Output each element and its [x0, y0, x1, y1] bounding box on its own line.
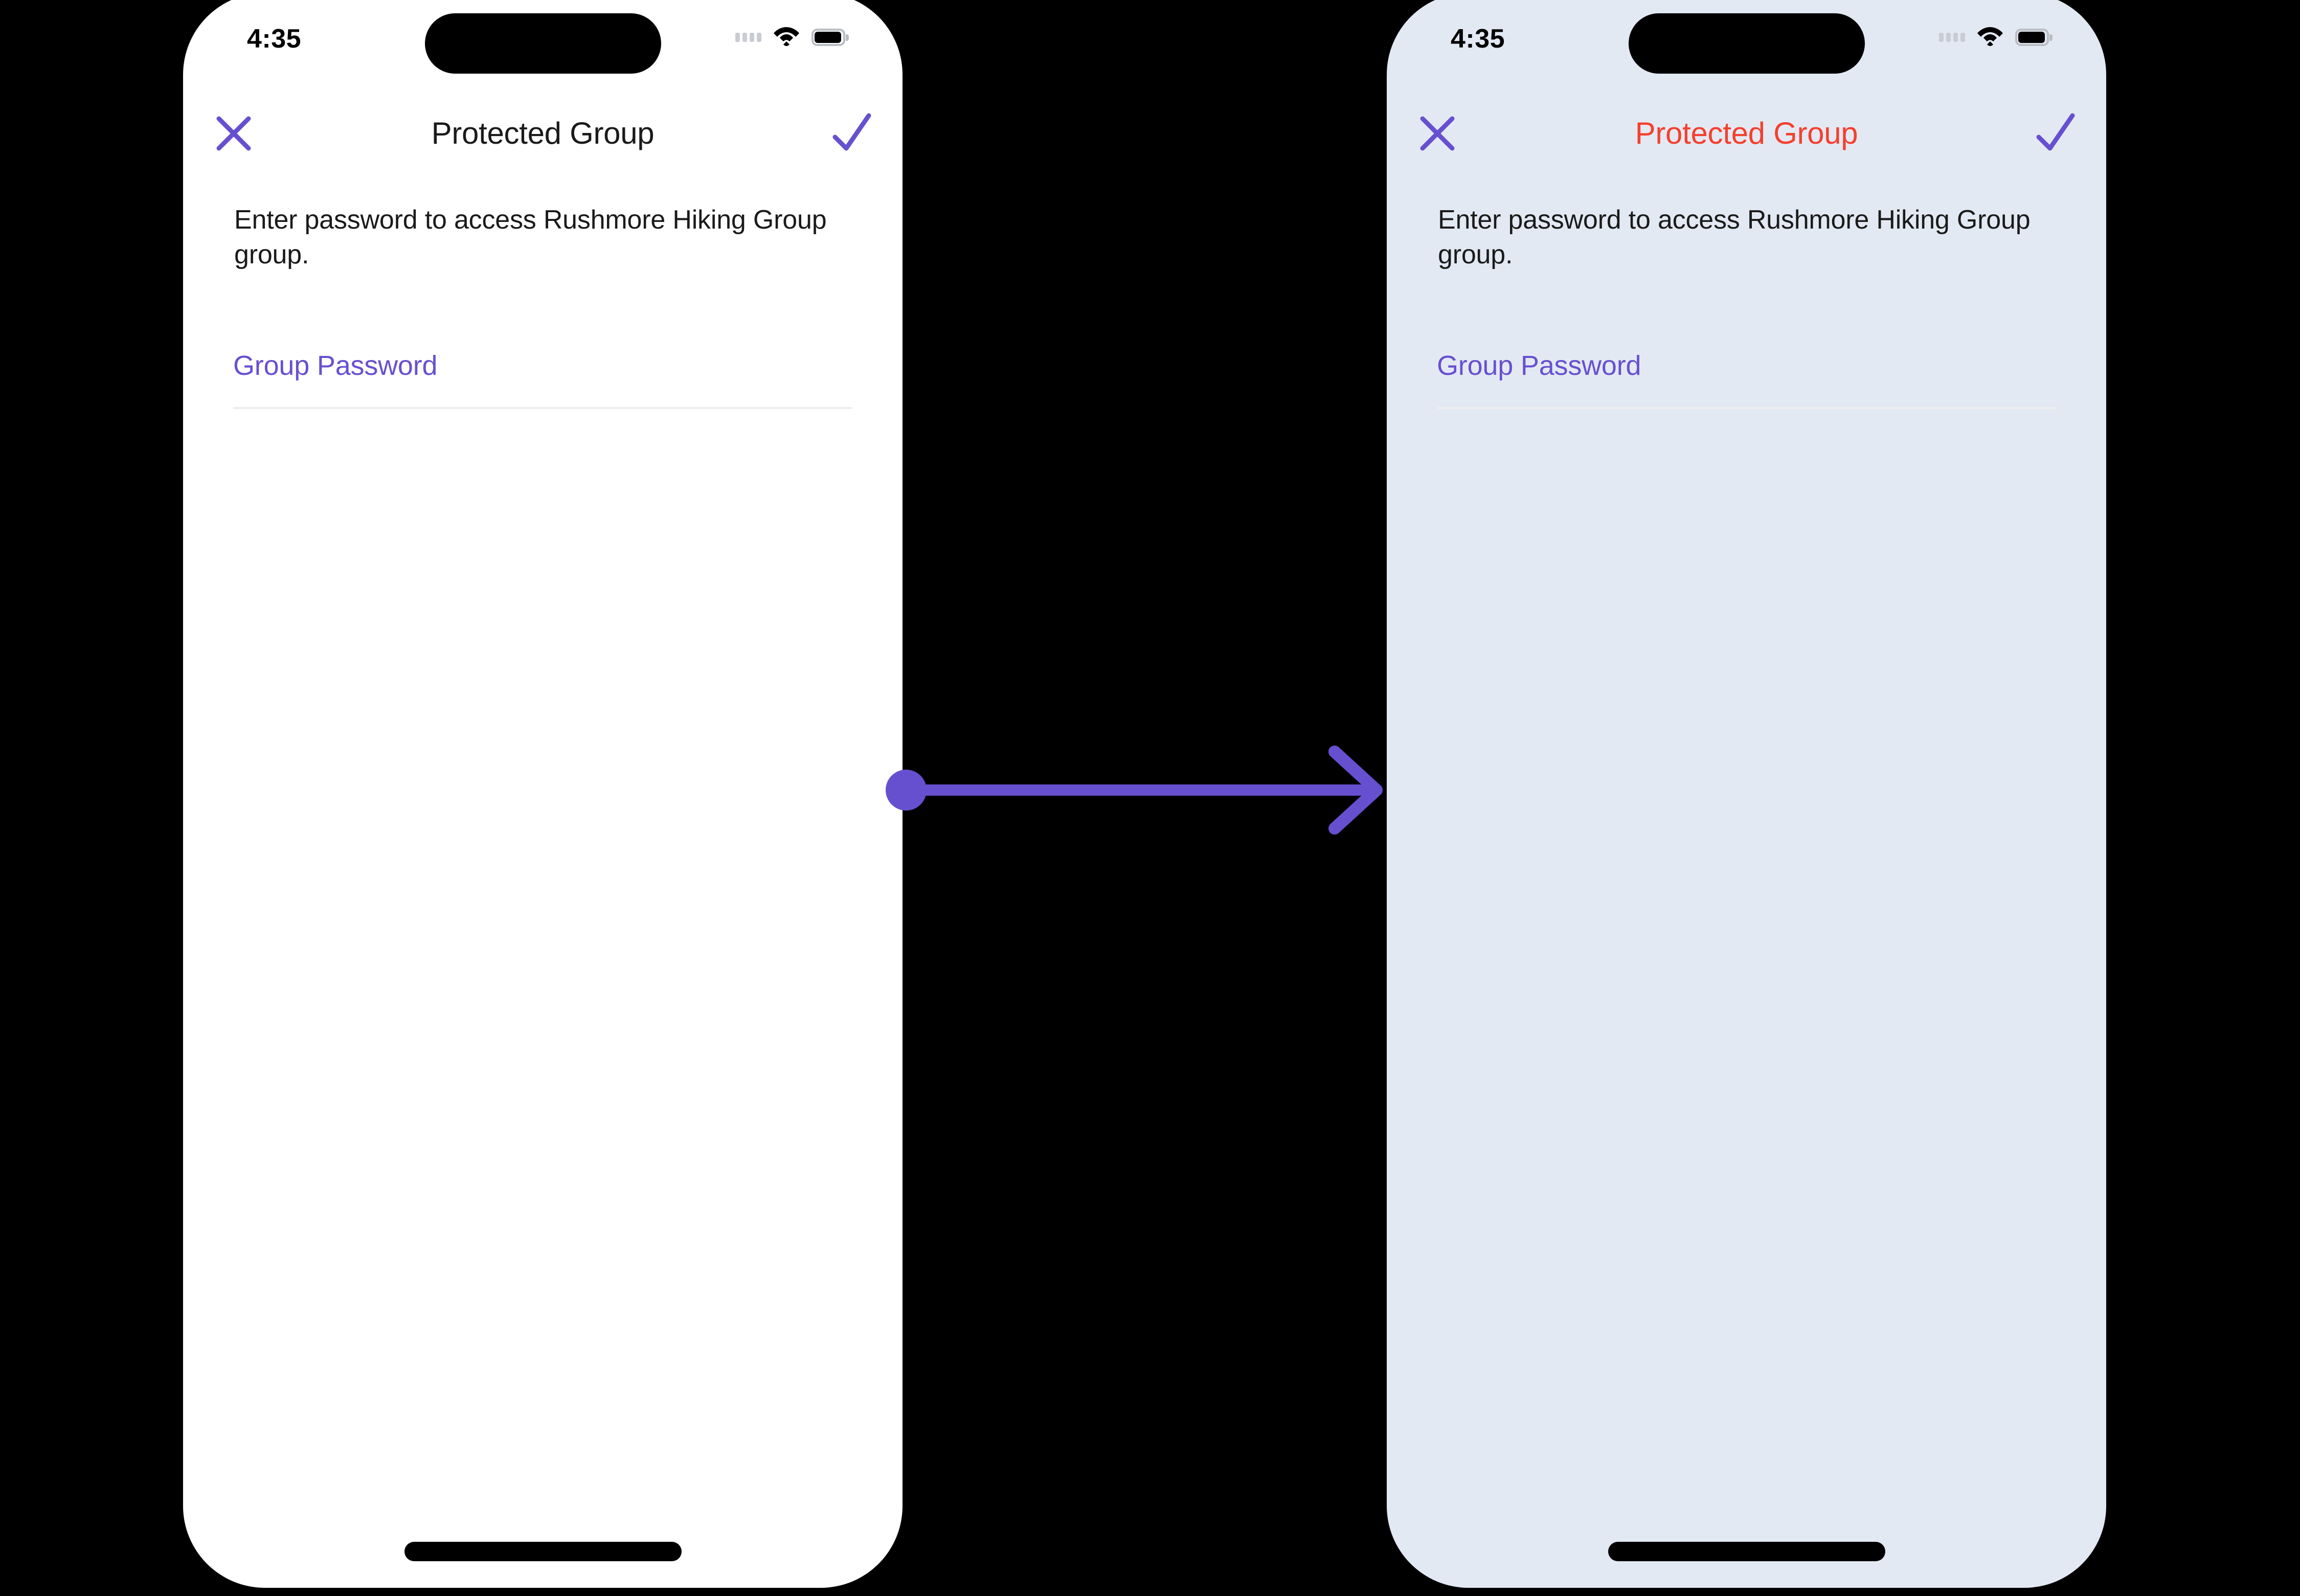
nav-bar: Protected Group [183, 106, 903, 163]
password-field-label: Group Password [1437, 350, 1641, 381]
cellular-dots-icon [735, 32, 761, 42]
password-field-underline [233, 407, 852, 409]
dynamic-island [424, 13, 661, 74]
status-bar-indicators [1939, 26, 2053, 49]
password-field-underline [1437, 407, 2056, 409]
status-bar-time: 4:35 [247, 24, 302, 54]
status-bar: 4:35 [1387, 0, 2106, 74]
password-field-group[interactable]: Group Password [233, 350, 852, 409]
cellular-dots-icon [1939, 32, 1965, 42]
close-x-icon[interactable] [214, 114, 254, 153]
dynamic-island [1628, 13, 1865, 74]
status-bar: 4:35 [183, 0, 903, 74]
page-title: Protected Group [431, 116, 655, 150]
status-bar-indicators [735, 26, 849, 49]
phone-after: 4:35 [1387, 0, 2106, 1588]
battery-icon [811, 28, 849, 46]
home-indicator [1608, 1542, 1885, 1561]
nav-bar: Protected Group [1387, 106, 2106, 163]
flow-arrow-annotation [886, 746, 1383, 835]
instruction-text: Enter password to access Rushmore Hiking… [234, 205, 827, 270]
status-bar-time: 4:35 [1451, 24, 1505, 54]
password-field-group[interactable]: Group Password [1437, 350, 2056, 409]
arrow-head [1328, 746, 1383, 835]
close-x-icon[interactable] [1417, 114, 1457, 153]
screen-after: 4:35 [1387, 0, 2106, 1588]
instruction-text: Enter password to access Rushmore Hiking… [1438, 205, 2031, 270]
wifi-icon [773, 26, 800, 49]
home-indicator [404, 1542, 682, 1561]
page-title: Protected Group [1635, 116, 1858, 150]
phone-before: 4:35 [183, 0, 903, 1588]
checkmark-icon[interactable] [830, 110, 873, 154]
checkmark-icon[interactable] [2034, 110, 2077, 154]
password-field-label: Group Password [233, 350, 438, 381]
screen-before: 4:35 [183, 0, 903, 1588]
battery-icon [2015, 28, 2053, 46]
wifi-icon [1976, 26, 2004, 49]
